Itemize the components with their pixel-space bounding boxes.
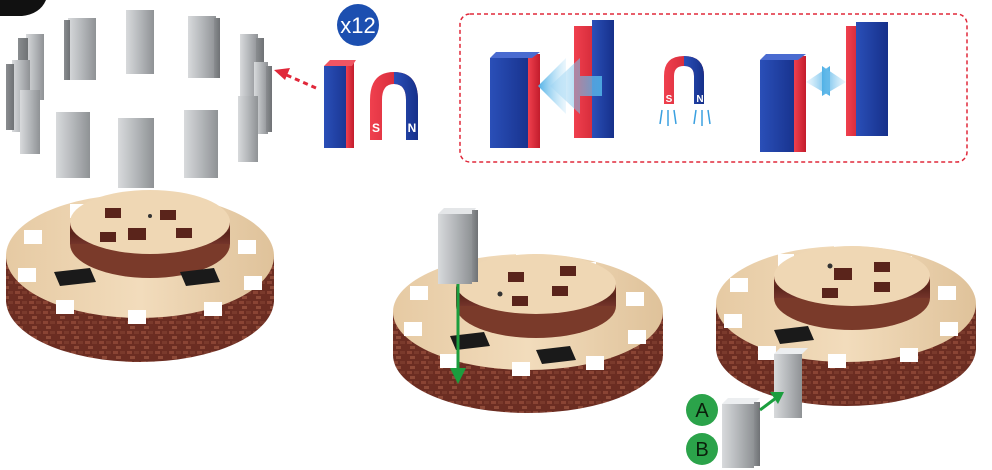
field-south-label: S	[666, 94, 673, 105]
magnet-piece-b	[722, 398, 760, 468]
north-pole-label: N	[408, 121, 417, 135]
attract-arrows-icon	[822, 66, 846, 96]
field-horseshoe-icon: S N	[660, 56, 710, 126]
magnet-ring-icon	[6, 10, 272, 188]
wooden-rotor-base	[6, 190, 274, 362]
south-pole-label: S	[372, 121, 380, 135]
magnet-piece-falling	[438, 208, 478, 284]
quantity-badge: x12	[337, 4, 379, 46]
step-badge-a: A	[686, 394, 718, 426]
svg-text:x12: x12	[340, 13, 375, 38]
step-number-tab	[0, 0, 46, 16]
horseshoe-magnet-icon: S N	[370, 72, 418, 140]
field-north-label: N	[696, 94, 703, 105]
wooden-rotor-orientation-step	[716, 246, 976, 406]
step-badge-b: B	[686, 433, 718, 465]
attract-magnets-icon	[760, 22, 888, 152]
svg-text:A: A	[695, 400, 709, 422]
repel-magnets-icon	[490, 20, 614, 148]
wooden-rotor-insert-step	[393, 252, 663, 413]
svg-text:B: B	[695, 439, 708, 461]
bar-magnet-icon	[324, 60, 356, 148]
leader-arrow	[274, 68, 316, 88]
